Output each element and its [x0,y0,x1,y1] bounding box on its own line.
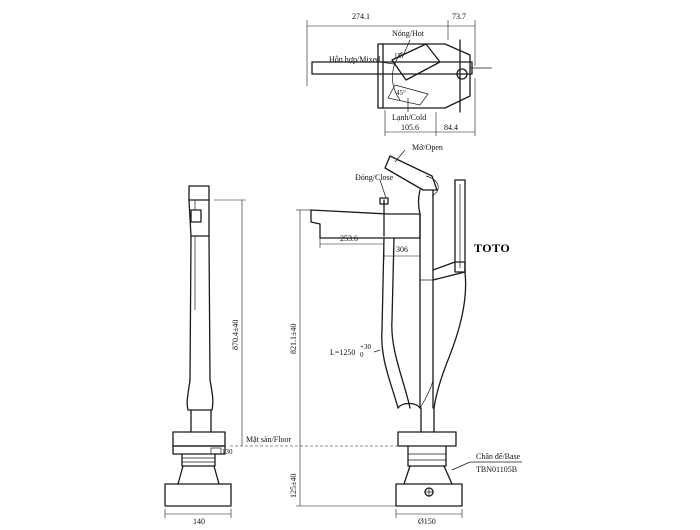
hose-tolerance-low: 0 [360,351,364,359]
top-view: 274.1 73.7 15° 45° Nóng/Hot Hỗn hợp/Mixe… [306,12,492,136]
dim-140: 140 [193,517,205,526]
label-cold: Lạnh/Cold [392,113,426,122]
hose [381,237,399,409]
label-open: Mở/Open [412,143,443,152]
label-floor: Mặt sàn/Floor [246,435,291,444]
dim-274-1: 274.1 [352,12,370,21]
hose-length: L=1250 [330,348,355,357]
label-close: Đóng/Close [355,173,394,182]
handle-knob [456,68,468,80]
dim-base-diameter: Ø150 [418,517,436,526]
front-floor-box [395,483,463,507]
dim-870-4: 870.4±40 [231,320,240,350]
side-floor-box [164,483,232,507]
side-base [172,431,226,447]
label-hot: Nóng/Hot [392,29,425,38]
front-view: Mở/Open Đóng/Close TOTO 253.6 306 821.1±… [289,143,522,526]
svg-text:15°: 15° [394,52,404,60]
svg-text:130: 130 [222,448,233,456]
mixer-body-outline [377,43,471,109]
dim-821-1: 821.1±40 [289,324,298,354]
label-mixed: Hỗn hợp/Mixed [329,55,380,64]
side-view: 130 870.4±40 140 [164,185,246,526]
front-base [397,431,457,447]
lever-hot [391,43,441,81]
svg-text:45°: 45° [396,89,406,97]
spout [310,209,421,239]
dim-306: 306 [396,245,408,254]
hand-shower [454,179,466,273]
base-label: Chân đế/Base [476,452,521,461]
lever [384,155,438,191]
dim-73-7: 73.7 [452,12,466,21]
hose-tolerance: +30 [360,343,371,351]
dim-84-4: 84.4 [444,123,458,132]
base-model: TBN01105B [476,465,517,474]
lever-cold [387,84,429,106]
brand-logo: TOTO [474,241,510,255]
dim-125: 125±40 [289,474,298,498]
side-head [188,185,210,201]
dim-105-6: 105.6 [401,123,419,132]
dim-253-6: 253.6 [340,234,358,243]
